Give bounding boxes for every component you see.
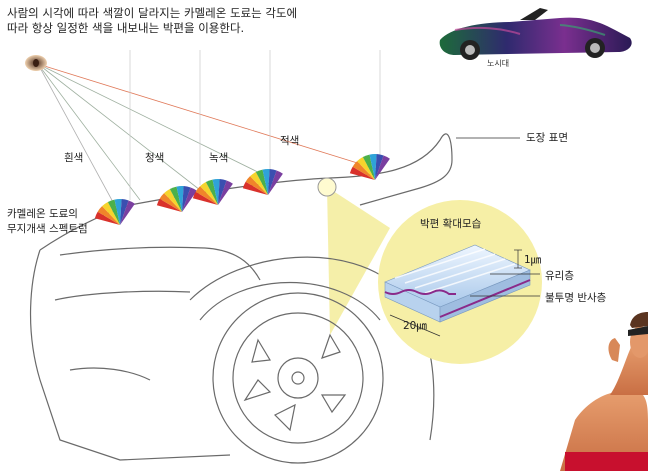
label-glass-layer: 유리층 [545,270,574,282]
spectrum-fan [192,179,233,205]
spectrum-fan [349,154,390,180]
fan-segment [369,154,377,180]
fan-segment [102,202,120,225]
spectrum-fan [94,199,135,225]
fan-segment [218,179,227,205]
fan-segment [255,169,268,195]
fan-segment [176,186,184,212]
fan-segment [159,193,182,212]
caption: 사람의 시각에 따라 색깔이 달라지는 카멜레온 도료는 각도에 따라 항상 일… [7,6,307,36]
fan-segment [212,179,220,205]
label-thickness: 1㎛ [524,254,542,266]
spectrum-fan [242,169,283,195]
label-spectrum-line-2: 무지개색 스펙트럼 [7,223,88,235]
leader-lines [389,137,540,337]
fan-segment [114,199,122,225]
car-wheel [212,292,384,464]
fan-segment [192,191,218,205]
fan-segment [169,186,182,212]
fan-segment [156,198,182,212]
eye-icon [25,55,47,71]
fan-segment [182,186,191,212]
label-paint-surface: 도장 표면 [526,132,568,144]
fan-segment [182,187,197,212]
spectrum-fan [156,186,197,212]
fan-segment [97,206,120,225]
fan-segment [357,157,375,180]
fan-segment [268,169,277,195]
fan-segment [205,179,218,205]
zoom-beam [327,187,390,335]
fan-segment [352,161,375,180]
fan-segment [375,154,384,180]
car-photo [439,8,632,60]
fan-segment [200,182,218,205]
label-green: 녹색 [209,152,229,164]
spectrum-fans [94,154,390,225]
fan-segment [120,199,129,225]
fan-segment [120,200,135,225]
fan-segment [94,211,120,225]
flake-model [384,244,531,323]
fan-segment [250,172,268,195]
fan-segment [349,166,375,180]
fan-segment [242,181,268,195]
label-white: 흰색 [64,152,84,164]
guide-lines [129,50,381,200]
fan-segment [164,189,182,212]
fan-segment [218,180,233,205]
fan-segment [375,155,390,180]
car-photo-label: 노시대 [487,59,510,68]
fan-segment [362,154,375,180]
fan-segment [262,169,270,195]
caption-line-1: 사람의 시각에 따라 색깔이 달라지는 카멜레온 도료는 각도에 [7,6,298,20]
label-zoom-title: 박편 확대모습 [420,218,482,230]
fan-segment [245,176,268,195]
label-red: 적색 [280,135,300,147]
fan-segment [195,186,218,205]
woman-figure [560,312,648,471]
label-spectrum-line-1: 카멜레온 도료의 [7,208,78,220]
fan-segment [268,170,283,195]
viewing-rays [37,63,381,216]
label-opaque-layer: 불투명 반사층 [545,292,607,304]
surface-spot [317,177,337,197]
fan-segment [107,199,120,225]
label-width: 20㎛ [403,320,427,332]
label-blue: 청색 [145,152,165,164]
caption-line-2: 따라 항상 일정한 색을 내보내는 박편을 이용한다. [7,21,245,35]
